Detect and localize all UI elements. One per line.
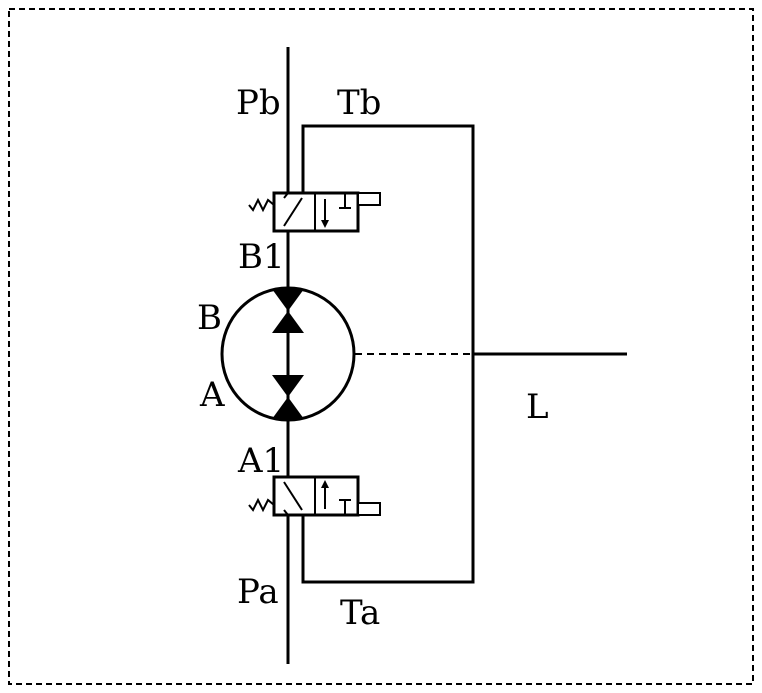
upper-valve [249,193,380,231]
label-a1: A1 [237,441,284,481]
label-l: L [526,387,549,427]
flow-triangle-b-bottom [272,311,304,333]
label-b: B [197,298,222,338]
flow-triangle-a-bottom [272,397,304,419]
label-ta: Ta [340,593,380,633]
flow-triangle-a-top [272,375,304,397]
label-b1: B1 [238,237,285,277]
flow-triangle-b-top [272,289,304,311]
label-pb: Pb [236,83,281,123]
label-a: A [199,375,225,415]
label-pa: Pa [237,572,279,612]
lower-valve [249,477,380,515]
label-tb: Tb [337,83,381,123]
